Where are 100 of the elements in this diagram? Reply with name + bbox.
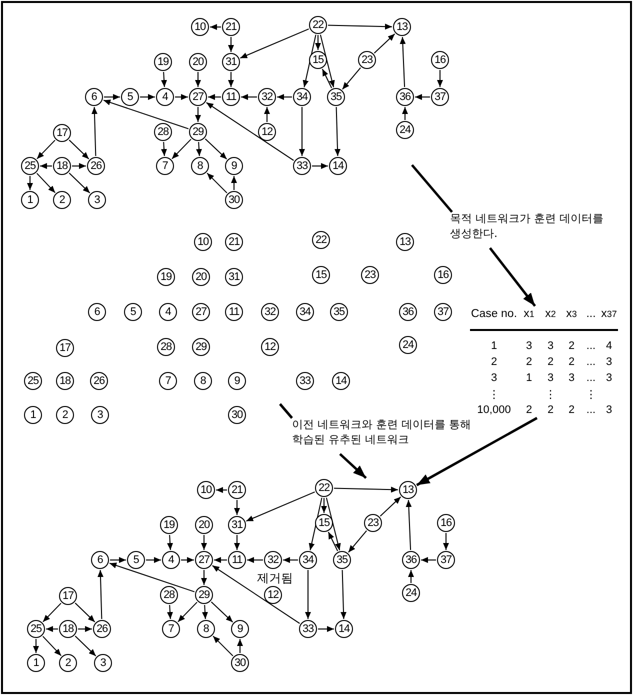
arrow xyxy=(228,36,234,52)
node-circle: 2 xyxy=(59,654,77,672)
node-circle: 17 xyxy=(59,587,77,605)
node-circle: 22 xyxy=(309,16,327,34)
node-circle: 28 xyxy=(154,123,172,141)
node-circle: 21 xyxy=(228,481,246,499)
arrow xyxy=(146,557,162,563)
arrow xyxy=(180,557,194,563)
node-circle: 29 xyxy=(195,586,213,604)
node-circle: 27 xyxy=(195,551,213,569)
node-circle: 2 xyxy=(53,191,71,209)
arrow xyxy=(212,565,300,624)
arrow xyxy=(201,534,207,550)
connector-line xyxy=(411,164,453,213)
node-circle: 20 xyxy=(192,268,210,286)
node-circle: 31 xyxy=(222,53,240,71)
node-circle: 11 xyxy=(228,551,246,569)
table-cell-text: 3 xyxy=(490,371,498,386)
node-circle: 19 xyxy=(154,53,172,71)
column-header: Case no. xyxy=(470,307,518,322)
node-circle: 2 xyxy=(56,406,74,424)
status-label: 제거됨 xyxy=(257,570,293,587)
arrow xyxy=(167,604,173,620)
arrow xyxy=(208,94,222,100)
table-cell-text: ... xyxy=(585,355,597,370)
node-circle: 22 xyxy=(312,231,330,249)
arrow xyxy=(416,416,538,486)
arrow xyxy=(443,532,449,550)
arrow xyxy=(98,570,104,620)
arrow xyxy=(339,453,367,479)
node-circle: 30 xyxy=(228,406,246,424)
arrow xyxy=(196,141,202,157)
node-circle: 6 xyxy=(88,303,106,321)
arrow xyxy=(228,72,234,88)
node-circle: 36 xyxy=(399,303,417,321)
arrow xyxy=(72,163,86,169)
node-circle: 10 xyxy=(191,18,209,36)
node-circle: 8 xyxy=(191,157,209,175)
node-circle: 18 xyxy=(56,372,74,390)
node-circle: 25 xyxy=(27,620,45,638)
arrow xyxy=(161,141,167,157)
arrow xyxy=(206,102,294,161)
annotation-text: 목적 네트워크가 훈련 데이터를 생성한다. xyxy=(450,212,624,242)
arrow xyxy=(315,34,321,50)
node-circle: 18 xyxy=(53,157,71,175)
table-cell-text: 3 xyxy=(546,371,555,386)
arrow xyxy=(174,94,188,100)
node-circle: 34 xyxy=(293,88,311,106)
node-circle: 21 xyxy=(225,233,243,251)
arrow xyxy=(246,491,316,522)
node-circle: 25 xyxy=(24,372,42,390)
arrow xyxy=(406,500,412,550)
arrow xyxy=(92,106,98,156)
node-circle: 34 xyxy=(299,551,317,569)
arrow xyxy=(334,106,340,156)
node-circle: 9 xyxy=(225,157,243,175)
arrow xyxy=(110,557,126,563)
arrow xyxy=(161,71,168,88)
node-circle: 33 xyxy=(296,372,314,390)
arrow xyxy=(206,172,228,194)
arrow xyxy=(312,163,328,169)
node-circle: 37 xyxy=(434,303,452,321)
arrow xyxy=(108,562,196,592)
node-circle: 27 xyxy=(189,88,207,106)
table-cell-text: 4 xyxy=(604,339,614,354)
node-circle: 4 xyxy=(162,551,180,569)
node-circle: 13 xyxy=(396,233,414,251)
arrow xyxy=(328,24,392,30)
arrow xyxy=(400,36,406,88)
node-circle: 11 xyxy=(222,88,240,106)
node-circle: 21 xyxy=(222,18,240,36)
arrow xyxy=(340,570,346,620)
node-circle: 30 xyxy=(231,654,249,672)
node-circle: 28 xyxy=(157,338,175,356)
table-cell-text: 3 xyxy=(604,371,614,386)
node-circle: 37 xyxy=(437,551,455,569)
arrow xyxy=(322,68,332,88)
table-cell-text: 3 xyxy=(604,355,614,370)
arrow xyxy=(334,486,398,493)
table-cell-text: ⋮ xyxy=(584,388,598,402)
arrow xyxy=(320,34,335,88)
node-circle: 24 xyxy=(399,336,417,354)
node-circle: 4 xyxy=(159,303,177,321)
arrow xyxy=(328,532,338,552)
arrow xyxy=(299,106,305,156)
node-circle: 3 xyxy=(91,406,109,424)
table-cell-text: 2 xyxy=(524,355,534,370)
node-circle: 10 xyxy=(194,233,212,251)
arrow xyxy=(195,106,201,122)
node-circle: 33 xyxy=(299,620,317,638)
node-circle: 16 xyxy=(434,266,452,284)
arrow xyxy=(42,636,62,656)
node-circle: 7 xyxy=(162,620,180,638)
node-circle: 32 xyxy=(258,88,276,106)
arrow xyxy=(374,33,396,54)
node-circle: 14 xyxy=(335,620,353,638)
arrow xyxy=(402,106,408,120)
table-cell-text: 2 xyxy=(524,403,534,418)
arrow xyxy=(216,487,228,493)
node-circle: 12 xyxy=(264,586,282,604)
